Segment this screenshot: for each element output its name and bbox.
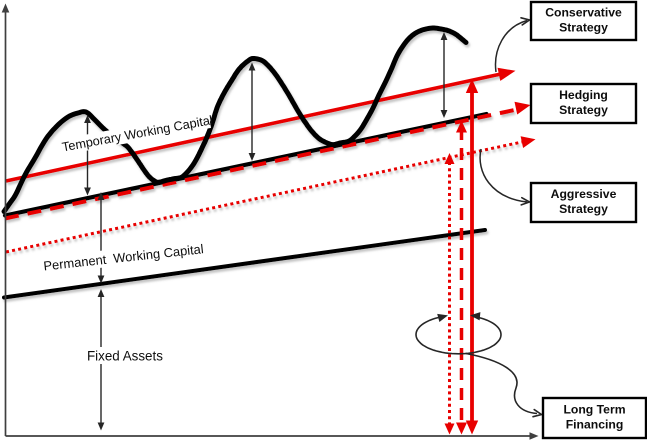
svg-text:Hedging: Hedging	[559, 88, 608, 102]
svg-text:Fixed Assets: Fixed Assets	[87, 349, 163, 364]
svg-text:Conservative: Conservative	[545, 5, 622, 19]
svg-text:Long Term: Long Term	[563, 402, 625, 416]
svg-text:Aggressive: Aggressive	[551, 187, 617, 201]
svg-text:Strategy: Strategy	[559, 202, 608, 216]
svg-text:Financing: Financing	[566, 418, 624, 432]
svg-text:Strategy: Strategy	[559, 21, 608, 35]
svg-text:Strategy: Strategy	[559, 103, 608, 117]
